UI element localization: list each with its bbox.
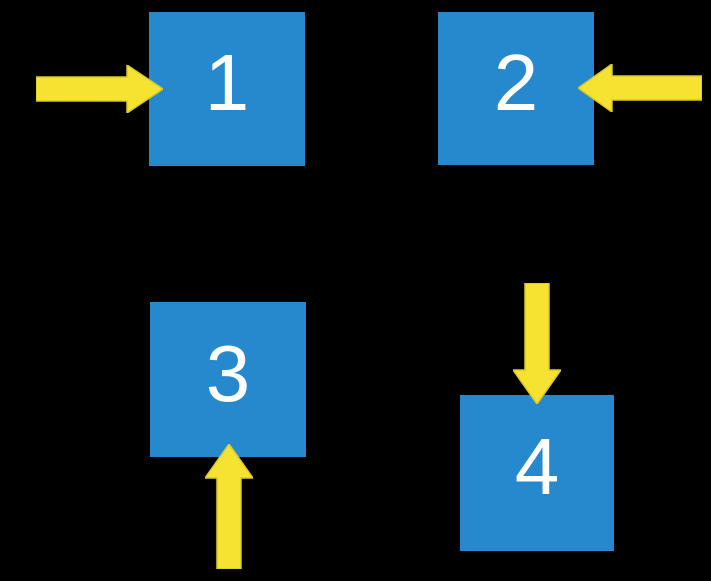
box-3: 3 <box>150 302 306 457</box>
box-4: 4 <box>460 395 614 551</box>
box-1: 1 <box>149 12 305 166</box>
arrow-up-icon <box>205 444 253 569</box>
arrow-left-icon <box>578 64 702 112</box>
box-2: 2 <box>438 12 594 165</box>
arrow-down-icon <box>513 283 561 404</box>
box-3-label: 3 <box>205 328 251 418</box>
box-4-label: 4 <box>514 422 560 511</box>
box-1-label: 1 <box>204 38 250 127</box>
arrow-right-icon <box>36 65 163 113</box>
box-2-label: 2 <box>493 37 539 127</box>
